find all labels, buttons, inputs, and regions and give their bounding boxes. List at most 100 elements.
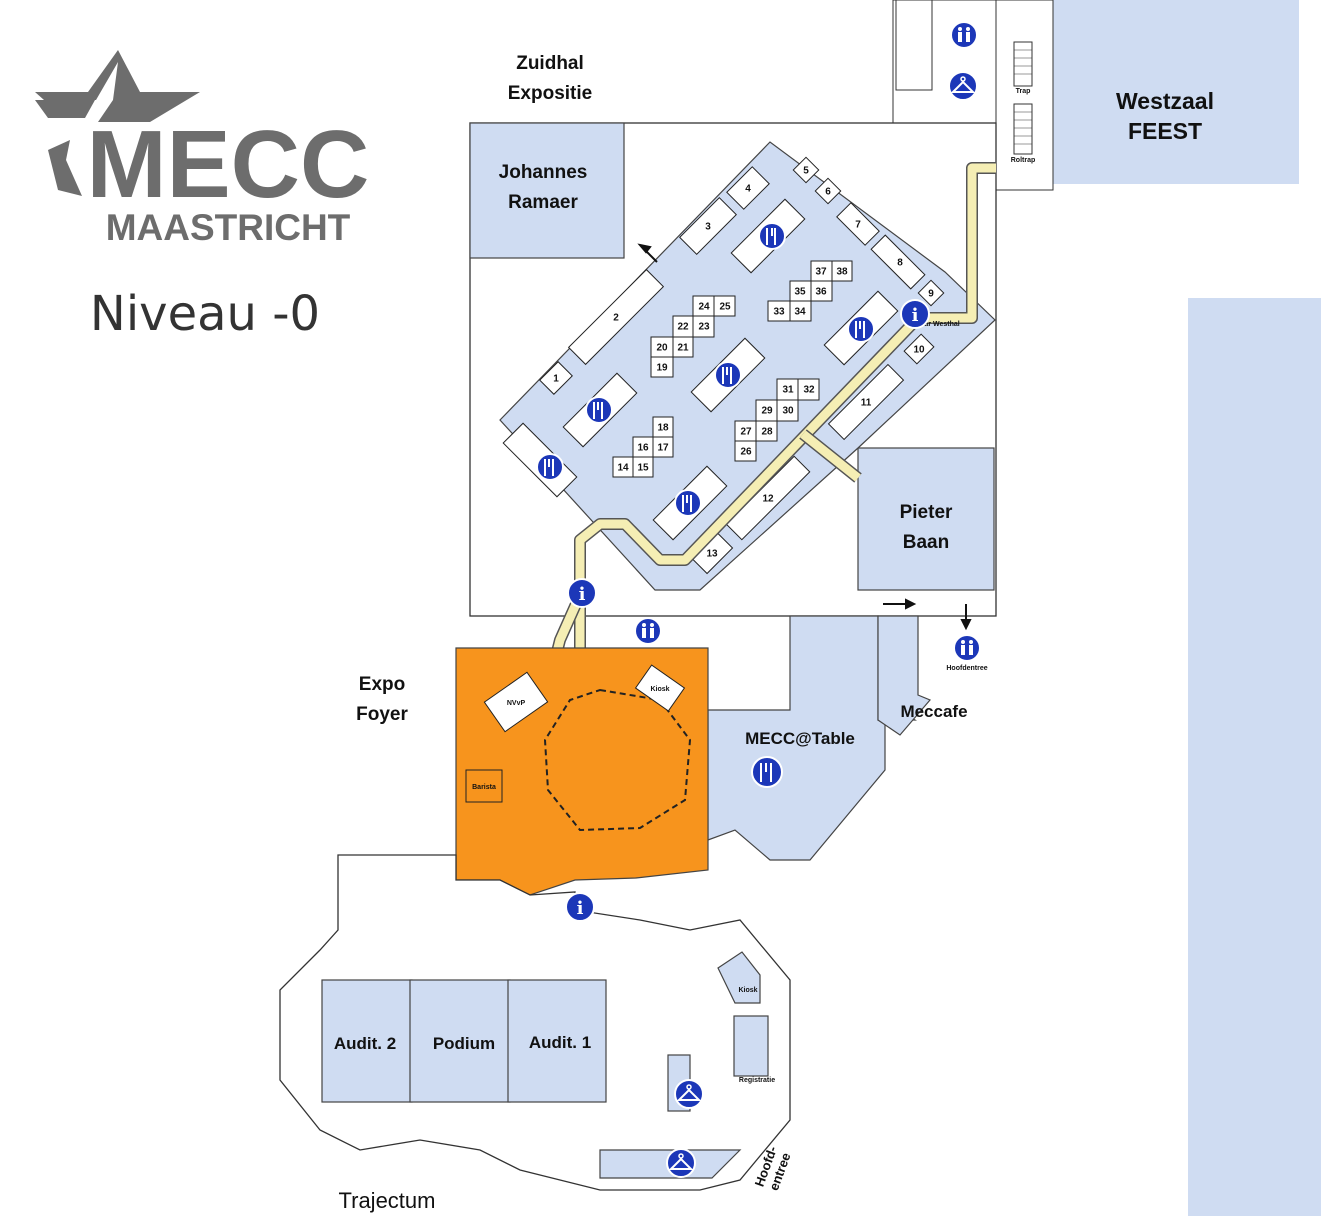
meccafe-area[interactable] [877,615,931,736]
expo-label: Expo [359,674,405,695]
toilet-icon[interactable] [953,634,981,662]
restaurant-icon[interactable] [585,396,613,424]
booth-2-label: 2 [613,313,619,324]
restaurant-icon[interactable] [536,453,564,481]
info-icon[interactable]: i [900,299,930,329]
westzaal-area[interactable] [1053,0,1299,184]
booth-25-label: 25 [719,302,731,313]
svg-text:i: i [912,305,919,326]
booth-7-label: 7 [855,220,861,231]
cloakroom-icon[interactable] [674,1079,704,1109]
naar-westhal-label: naar Westhal [916,321,959,328]
pieter-label-2: Baan [903,532,949,553]
booth-4[interactable] [726,166,770,210]
zuidhal-label: Zuidhal [516,53,584,74]
restaurant-icon[interactable] [751,756,783,788]
restaurant-icon[interactable] [714,361,742,389]
kiosk-stand[interactable] [634,664,686,712]
nvvp-stand[interactable] [483,671,549,733]
registratie-area[interactable] [733,1015,769,1077]
booth-19-label: 19 [656,363,668,374]
booth-31-label: 31 [782,385,794,396]
booth-9[interactable] [917,279,945,307]
booth-10-label: 10 [913,345,925,356]
booth-6[interactable] [814,177,842,205]
podium-hall[interactable] [409,979,511,1103]
booth-8-label: 8 [897,258,903,269]
booth-26-label: 26 [740,447,752,458]
cloakroom-icon[interactable] [948,71,978,101]
star-logo-icon [35,50,200,196]
booth-32[interactable] [797,378,820,401]
info-icon[interactable]: i [567,578,597,608]
foyer-label: Foyer [356,704,408,725]
westzaal-label: Westzaal [1116,88,1214,114]
booth-12-label: 12 [762,494,774,505]
johannes-label-1: Johannes [499,162,588,183]
westzaal-sub-label: FEEST [1128,118,1202,144]
restaurant-icon[interactable] [758,222,786,250]
trap-label: Trap [1016,88,1031,95]
barista-stand[interactable] [465,769,503,803]
level-title: Niveau -0 [90,286,320,342]
booth-3[interactable] [679,197,737,255]
audit-2-hall[interactable] [321,979,413,1103]
trajectum-label: Trajectum [339,1188,436,1213]
booth-24-label: 24 [698,302,710,313]
booth-17-label: 17 [657,443,669,454]
booth-20-label: 20 [656,343,668,354]
toilet-icon[interactable] [634,617,662,645]
booth-8[interactable] [870,234,926,290]
booth-28-label: 28 [761,427,773,438]
booth-18-label: 18 [657,423,669,434]
booth-38-label: 38 [836,267,848,278]
logo-brand: MECC [87,111,370,218]
booth-34-label: 34 [794,307,806,318]
restaurant-icon[interactable] [847,315,875,343]
booth-27-label: 27 [740,427,752,438]
mecc-table-area[interactable] [707,615,917,861]
pieter-label-1: Pieter [900,502,953,523]
garderobe-desk[interactable] [717,951,761,1004]
roltrap-label: Roltrap [1011,157,1036,164]
booth-9-label: 9 [928,289,934,300]
svg-text:i: i [579,584,586,605]
booth-38[interactable] [831,260,853,282]
booth-13-label: 13 [706,549,718,560]
johannes-ramaer-hall[interactable] [469,122,625,259]
booth-5[interactable] [792,156,820,184]
johannes-label-2: Ramaer [508,192,578,213]
booth-11-label: 11 [861,398,872,409]
foyer-seating [543,688,692,832]
booth-32-label: 32 [803,385,815,396]
mecc-logo: MECC MAASTRICHT [35,50,369,248]
booth-18[interactable] [652,416,674,438]
audit-1-hall[interactable] [507,979,607,1103]
booth-23-label: 23 [698,322,710,333]
booth-1[interactable] [539,361,573,395]
audit-2-label: Audit. 2 [334,1034,396,1053]
booth-2[interactable] [567,268,665,366]
booth-16-label: 16 [637,443,649,454]
booth-10[interactable] [903,333,935,365]
restaurant-icon[interactable] [674,489,702,517]
booth-5-label: 5 [803,166,809,177]
booth-36-label: 36 [815,287,827,298]
booth-15-label: 15 [637,463,649,474]
cloakroom-icon[interactable] [666,1148,696,1178]
logo-city: MAASTRICHT [106,207,351,248]
booth-33-label: 33 [773,307,785,318]
booth-4-label: 4 [745,184,751,195]
pieter-baan-hall[interactable] [857,447,995,591]
booth-7[interactable] [836,202,880,246]
podium-label: Podium [433,1034,495,1053]
info-icon[interactable]: i [565,892,595,922]
booth-6-label: 6 [825,187,831,198]
toilet-icon[interactable] [950,21,978,49]
booth-21-label: 21 [677,343,689,354]
registratie-label: Registratie [739,1077,775,1084]
booth-11[interactable] [827,363,905,441]
booth-25[interactable] [713,295,736,317]
booth-1-label: 1 [553,374,559,385]
hoofdentree-small-label: Hoofdentree [946,665,987,672]
